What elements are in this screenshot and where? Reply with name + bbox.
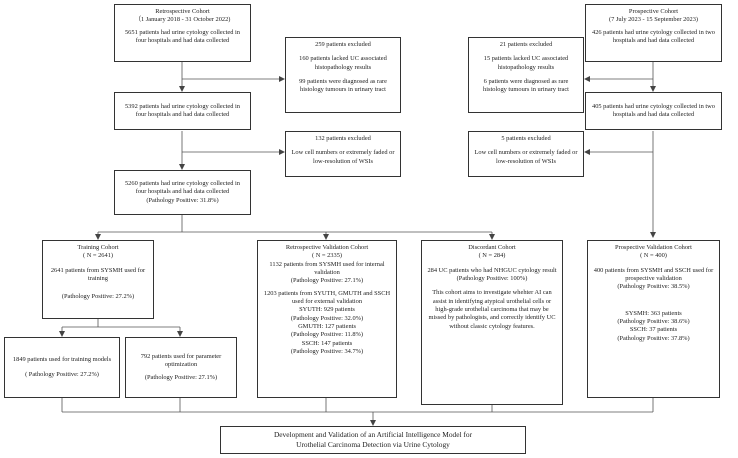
training-cohort-positive: (Pathology Positive: 27.2%) bbox=[61, 293, 135, 301]
training-cohort-body: 2641 patients from SYSMH used for traini… bbox=[50, 266, 146, 282]
prospective-validation-body: 400 patients from SYSMH and SSCH used fo… bbox=[593, 266, 714, 282]
retrospective-cohort-box: Retrospective Cohort （1 January 2018 - 3… bbox=[114, 4, 251, 62]
syuth-count: SYUTH: 929 patients bbox=[299, 306, 355, 314]
retrospective-exclusion-1-reason-1: 160 patients lacked UC associated histop… bbox=[299, 55, 387, 71]
parameter-optimization-positive: (Pathology Positive: 27.1%) bbox=[144, 373, 218, 381]
training-models-body: 1849 patients used for training models bbox=[12, 356, 112, 364]
retrospective-exclusion-2-box: 132 patients excluded Low cell numbers o… bbox=[285, 131, 401, 177]
parameter-optimization-body: 792 patients used for parameter optimiza… bbox=[140, 353, 222, 369]
retrospective-exclusion-1-title: 259 patients excluded bbox=[315, 41, 371, 48]
retrospective-exclusion-1-box: 259 patients excluded 160 patients lacke… bbox=[285, 37, 401, 113]
training-cohort-n: ( N = 2641) bbox=[82, 252, 114, 260]
retrospective-cohort-title: Retrospective Cohort bbox=[155, 8, 210, 15]
gmuth-positive: (Pathology Positive: 11.8%) bbox=[290, 331, 363, 339]
final-outcome-line-2: Urothelial Carcinoma Detection via Urine… bbox=[296, 440, 450, 449]
syuth-positive: (Pathology Positive: 32.0%) bbox=[290, 314, 364, 322]
prospective-exclusion-2-reason: Low cell numbers or extremely faded or l… bbox=[474, 149, 578, 165]
internal-validation-text: 1132 patients from SYSMH used for intern… bbox=[269, 260, 385, 276]
ssch-count: SSCH: 147 patients bbox=[301, 339, 353, 347]
prospective-cohort-dates: (7 July 2023 - 15 September 2023) bbox=[608, 16, 699, 24]
prospective-exclusion-2-title: 5 patients excluded bbox=[501, 135, 551, 142]
discordant-cohort-n: ( N = 284) bbox=[478, 252, 506, 260]
prospective-ssch-positive: (Pathology Positive: 37.8%) bbox=[617, 334, 690, 342]
discordant-cohort-aim: This cohort aims to investigate whehter … bbox=[428, 289, 556, 330]
training-cohort-title: Training Cohort bbox=[77, 244, 119, 251]
retrospective-cohort-dates: （1 January 2018 - 31 October 2022) bbox=[134, 16, 231, 24]
prospective-cohort-box: Prospective Cohort (7 July 2023 - 15 Sep… bbox=[585, 4, 722, 62]
prospective-cohort-body: 426 patients had urine cytology collecte… bbox=[592, 28, 715, 44]
retrospective-exclusion-2-reason: Low cell numbers or extremely faded or l… bbox=[291, 149, 395, 165]
prospective-validation-positive: (Pathology Positive: 38.5%) bbox=[617, 283, 690, 291]
discordant-cohort-box: Discordant Cohort ( N = 284) 284 UC pati… bbox=[421, 240, 563, 405]
prospective-cohort-title: Prospective Cohort bbox=[628, 8, 679, 15]
prospective-exclusion-1-reason-2: 6 patients were diagnosed as rare histol… bbox=[483, 77, 569, 94]
training-cohort-box: Training Cohort ( N = 2641) 2641 patient… bbox=[42, 240, 154, 319]
sysmh-positive: (Pathology Positive: 38.6%) bbox=[617, 317, 690, 325]
retrospective-exclusion-1-reason-2: 99 patients were diagnosed as rare histo… bbox=[299, 77, 387, 94]
discordant-cohort-title: Discordant Cohort bbox=[468, 244, 516, 251]
retrospective-validation-title: Retrospective Validation Cohort bbox=[285, 244, 369, 251]
parameter-optimization-box: 792 patients used for parameter optimiza… bbox=[125, 337, 237, 398]
prospective-exclusion-2-box: 5 patients excluded Low cell numbers or … bbox=[468, 131, 584, 177]
prospective-step-2-body: 405 patients had urine cytology collecte… bbox=[592, 102, 715, 118]
prospective-step-2-box: 405 patients had urine cytology collecte… bbox=[585, 92, 722, 130]
retrospective-step-3-box: 5260 patients had urine cytology collect… bbox=[114, 170, 251, 215]
discordant-cohort-positive: (Pathology Positive: 100%) bbox=[456, 274, 528, 282]
external-validation-text: 1203 patients from SYUTH, GMUTH and SSCH… bbox=[263, 289, 391, 305]
ssch-positive: (Pathology Positive: 34.7%) bbox=[290, 347, 364, 355]
prospective-exclusion-1-reason-1: 15 patients lacked UC associated histopa… bbox=[483, 55, 569, 71]
prospective-exclusion-1-title: 21 patients excluded bbox=[499, 41, 553, 48]
discordant-cohort-body: 284 UC patients who had NHGUC cytology r… bbox=[427, 266, 557, 274]
retrospective-step-3-positive: (Pathology Positive: 31.8%) bbox=[146, 196, 219, 204]
gmuth-count: GMUTH: 127 patients bbox=[298, 322, 356, 330]
prospective-ssch-count: SSCH: 37 patients bbox=[629, 326, 678, 334]
prospective-exclusion-1-box: 21 patients excluded 15 patients lacked … bbox=[468, 37, 584, 113]
prospective-validation-box: Prospective Validation Cohort ( N = 400)… bbox=[587, 240, 720, 398]
retrospective-validation-box: Retrospective Validation Cohort ( N = 23… bbox=[257, 240, 397, 398]
internal-validation-positive: (Pathology Positive: 27.1%) bbox=[290, 277, 364, 285]
sysmh-count: SYSMH: 363 patients bbox=[625, 309, 682, 317]
prospective-validation-title: Prospective Validation Cohort bbox=[615, 244, 692, 251]
retrospective-cohort-body: 5651 patients had urine cytology collect… bbox=[124, 28, 240, 44]
retrospective-exclusion-2-title: 132 patients excluded bbox=[315, 135, 371, 142]
retrospective-validation-n: ( N = 2335) bbox=[311, 252, 343, 260]
training-models-box: 1849 patients used for training models (… bbox=[4, 337, 120, 398]
final-outcome-line-1: Development and Validation of an Artific… bbox=[273, 430, 473, 440]
training-models-positive: ( Pathology Positive: 27.2%) bbox=[25, 370, 99, 378]
retrospective-step-3-body: 5260 patients had urine cytology collect… bbox=[124, 180, 240, 196]
prospective-validation-n: ( N = 400) bbox=[640, 252, 667, 260]
final-outcome-box: Development and Validation of an Artific… bbox=[220, 426, 526, 454]
retrospective-step-2-body: 5392 patients had urine cytology collect… bbox=[124, 102, 240, 118]
retrospective-step-2-box: 5392 patients had urine cytology collect… bbox=[114, 92, 251, 130]
